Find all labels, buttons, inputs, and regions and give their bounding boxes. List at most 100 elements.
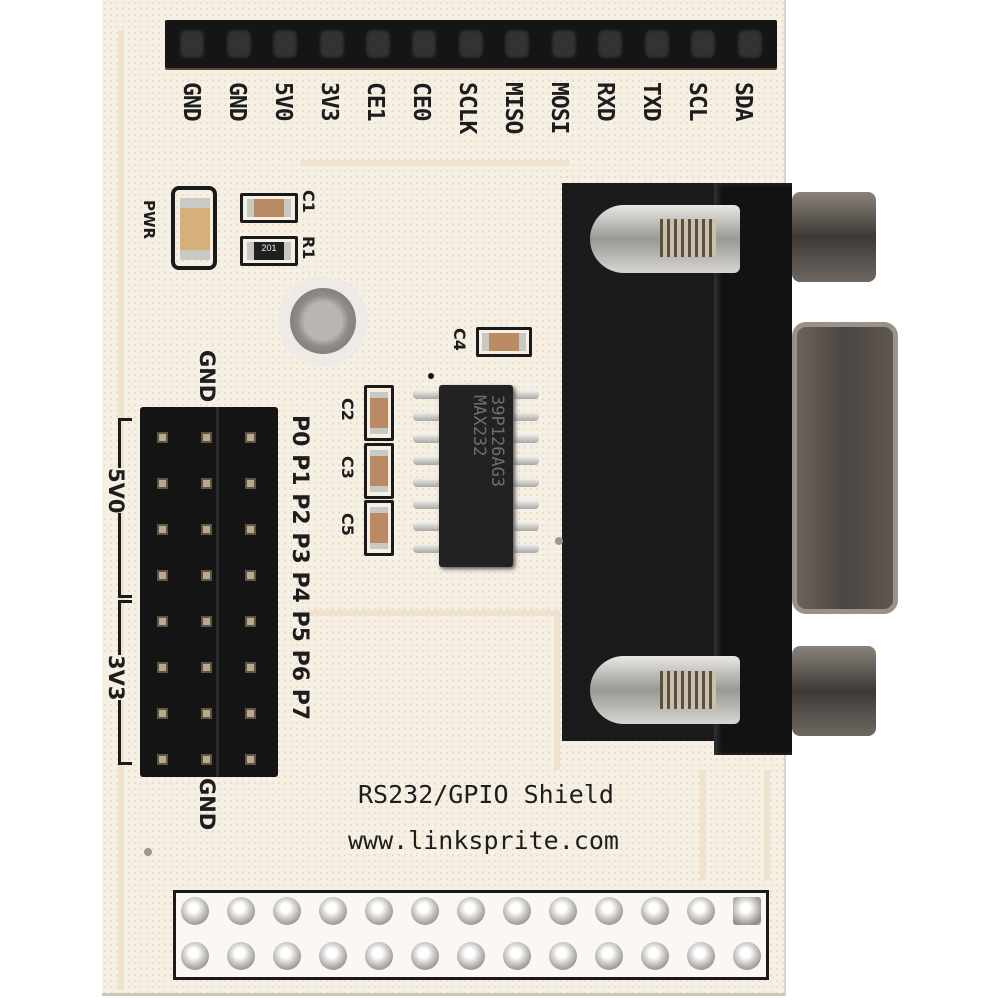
- capacitor-c1: [247, 199, 291, 217]
- c2-label: C2: [338, 398, 357, 421]
- header-pad: [181, 942, 209, 970]
- header-socket: [643, 29, 670, 59]
- header-socket: [457, 29, 484, 59]
- ic-leg: [511, 456, 539, 465]
- gpio-pin: [245, 570, 256, 581]
- header-pad: [733, 942, 761, 970]
- header-pad: [595, 942, 623, 970]
- ic-leg: [511, 478, 539, 487]
- gpio-pin: [157, 754, 168, 765]
- header-socket: [690, 29, 717, 59]
- gpio-pin: [201, 478, 212, 489]
- header-pad: [549, 942, 577, 970]
- gpio-label-p6: P6: [287, 649, 312, 682]
- gpio-pin: [157, 570, 168, 581]
- ic-leg: [511, 544, 539, 553]
- gpio-pin: [157, 432, 168, 443]
- ic-leg: [413, 478, 441, 487]
- hex-standoff-bottom: [792, 646, 876, 736]
- db9-shell[interactable]: [792, 322, 898, 614]
- ic-leg: [413, 544, 441, 553]
- ic-leg: [413, 522, 441, 531]
- capacitor-c2: [370, 392, 388, 434]
- header-pad: [595, 897, 623, 925]
- header-socket: [736, 29, 763, 59]
- ic-leg: [511, 412, 539, 421]
- led-outline: [171, 186, 217, 270]
- c5-label: C5: [338, 513, 357, 536]
- ic-leg: [413, 412, 441, 421]
- ic-leg: [511, 434, 539, 443]
- gpio-pin: [245, 708, 256, 719]
- pin-label-ce0: CE0: [408, 82, 434, 121]
- header-pad: [503, 897, 531, 925]
- gpio-label-p3: P3: [287, 532, 312, 564]
- header-pad: [181, 897, 209, 925]
- gpio-pin-header[interactable]: [140, 407, 278, 777]
- header-socket: [225, 29, 252, 59]
- gpio-pin: [245, 662, 256, 673]
- header-pad: [273, 942, 301, 970]
- header-socket: [597, 29, 624, 59]
- header-socket: [411, 29, 438, 59]
- gpio-pin: [157, 662, 168, 673]
- header-socket: [365, 29, 392, 59]
- screw-thread-top: [660, 219, 716, 257]
- pin1-marker: [428, 373, 434, 379]
- gpio-label-p1: P1: [287, 454, 312, 486]
- trace: [700, 770, 770, 880]
- c4-label: C4: [450, 328, 469, 351]
- db9-connector-body[interactable]: [562, 183, 714, 741]
- resistor-r1: 201: [247, 242, 291, 260]
- ic-leg: [413, 456, 441, 465]
- capacitor-c4: [482, 333, 526, 351]
- gpio-gnd-top-label: GND: [195, 350, 219, 403]
- gpio-pin: [157, 616, 168, 627]
- pin-label-rxd: RXD: [592, 82, 618, 121]
- header-pad: [365, 942, 393, 970]
- gpio-pin: [201, 708, 212, 719]
- gpio-pin: [245, 616, 256, 627]
- ic-marking: 39P126AG3 MAX232: [469, 395, 507, 487]
- pin-label-sda: SDA: [730, 82, 756, 121]
- top-pin-header[interactable]: [165, 20, 777, 68]
- via: [555, 537, 563, 545]
- header-pad: [319, 942, 347, 970]
- ic-leg: [511, 522, 539, 531]
- header-pad: [319, 897, 347, 925]
- pin-label-ce1: CE1: [362, 82, 388, 121]
- header-socket: [272, 29, 299, 59]
- gpio-gnd-bottom-label: GND: [195, 778, 219, 831]
- header-pad: [641, 942, 669, 970]
- ic-marking-line2: MAX232: [469, 395, 489, 457]
- gpio-pin: [201, 524, 212, 535]
- gpio-pin: [157, 524, 168, 535]
- c1-label: C1: [299, 190, 318, 213]
- pin-label-gnd-1: GND: [178, 82, 204, 121]
- header-pad: [457, 897, 485, 925]
- pin-label-txd: TXD: [638, 82, 664, 121]
- hex-standoff-top: [792, 192, 876, 282]
- gpio-pin: [245, 478, 256, 489]
- header-pad: [733, 897, 761, 925]
- pin-label-gnd-2: GND: [224, 82, 250, 121]
- pin-label-5v0: 5V0: [270, 82, 296, 121]
- gpio-pin: [245, 754, 256, 765]
- gpio-label-p4: P4: [287, 571, 312, 603]
- gpio-pin: [201, 754, 212, 765]
- gpio-label-p7: P7: [287, 688, 312, 721]
- gpio-divider: [216, 407, 219, 777]
- power-led: [180, 198, 210, 260]
- trace: [300, 160, 570, 166]
- header-socket: [550, 29, 577, 59]
- max232-ic: [439, 385, 513, 567]
- 5v0-label: 5V0: [104, 468, 128, 514]
- pin-label-miso: MISO: [500, 82, 526, 134]
- trace: [300, 610, 560, 770]
- gpio-labels: P0 P1 P2 P3 P4 P5 P6 P7: [286, 415, 312, 720]
- gpio-pin: [201, 432, 212, 443]
- header-socket: [504, 29, 531, 59]
- header-pad: [687, 897, 715, 925]
- pin-label-3v3: 3V3: [316, 82, 342, 121]
- header-pad: [457, 942, 485, 970]
